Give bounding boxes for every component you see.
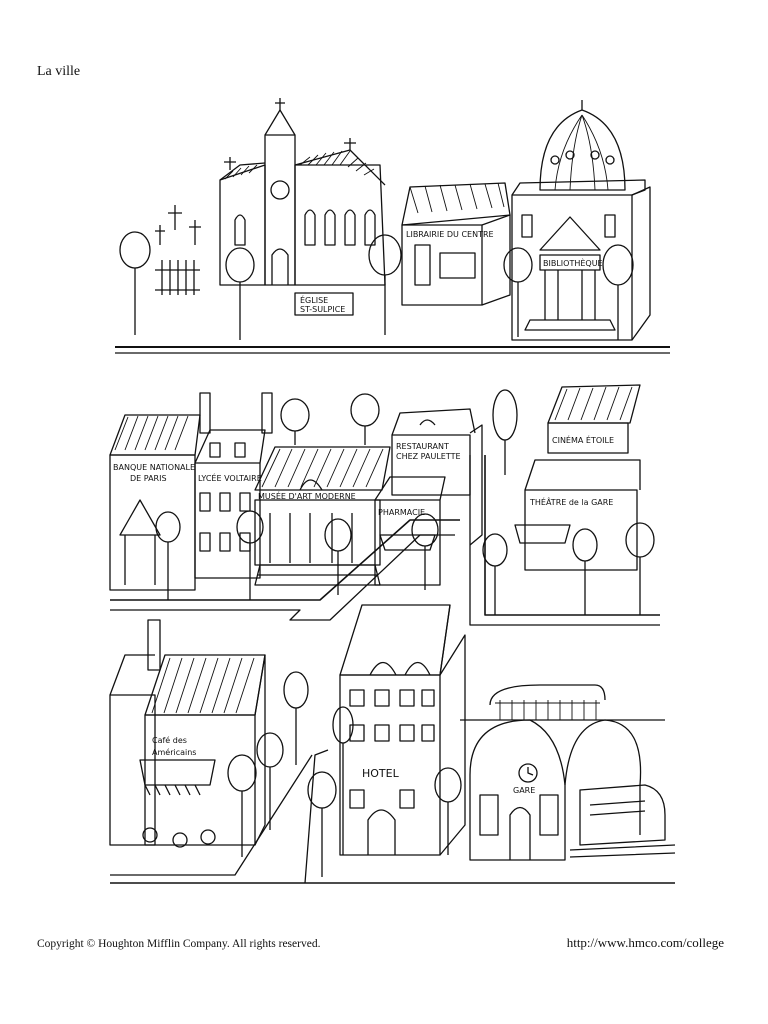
row-2: BANQUE NATIONALE DE PARIS LYCÉE VOLTAIRE… [109, 384, 660, 626]
sign-banque: BANQUE NATIONALE [113, 463, 195, 472]
sign-hotel: HOTEL [362, 767, 400, 780]
row-3: Café des Américains HOTEL [109, 604, 676, 884]
sign-restaurant: RESTAURANT [396, 442, 449, 451]
svg-text:CHEZ PAULETTE: CHEZ PAULETTE [396, 452, 461, 461]
bibliotheque: BIBLIOTHÈQUE [511, 100, 651, 341]
svg-text:DE PARIS: DE PARIS [130, 474, 167, 483]
church-eglise: ÉGLISE ST-SULPICE [219, 98, 386, 316]
sign-musee: MUSÉE D'ART MODERNE [258, 490, 356, 501]
publisher-link[interactable]: http://www.hmco.com/college [566, 935, 724, 950]
gare: GARE [469, 684, 676, 861]
pharmacie: PHARMACIE [374, 476, 446, 586]
librairie-du-centre: LIBRAIRIE DU CENTRE [401, 182, 511, 306]
sign-cafe: Café des [152, 735, 187, 745]
svg-text:Américains: Américains [152, 747, 196, 757]
banque-nationale: BANQUE NATIONALE DE PARIS [109, 414, 201, 591]
copyright-notice: Copyright © Houghton Mifflin Company. Al… [37, 938, 321, 950]
theatre-de-la-gare: THÉÂTRE de la GARE [514, 459, 641, 571]
musee-art-moderne: MUSÉE D'ART MODERNE [254, 446, 391, 586]
hotel: HOTEL [339, 604, 466, 856]
cemetery [155, 205, 201, 295]
trees-row-1 [119, 231, 634, 340]
lycee-voltaire: LYCÉE VOLTAIRE [194, 392, 273, 579]
sign-lycee: LYCÉE VOLTAIRE [198, 472, 262, 483]
sign-gare: GARE [513, 786, 535, 795]
sign-pharmacie: PHARMACIE [378, 508, 425, 517]
restaurant-chez-paulette: RESTAURANT CHEZ PAULETTE [391, 408, 483, 546]
sign-theatre: THÉÂTRE de la GARE [529, 496, 613, 507]
cafe-des-americains: Café des Américains [109, 619, 266, 848]
sign-cinema: CINÉMA ÉTOILE [552, 434, 614, 445]
page-title: La ville [37, 64, 81, 79]
cinema-etoile: CINÉMA ÉTOILE [547, 384, 641, 454]
sign-eglise: ÉGLISE [300, 294, 328, 305]
svg-text:ST-SULPICE: ST-SULPICE [300, 305, 345, 314]
trees-row-2 [155, 389, 655, 615]
trees-row-3 [227, 671, 462, 877]
sign-bibliotheque: BIBLIOTHÈQUE [543, 257, 603, 268]
sign-librairie: LIBRAIRIE DU CENTRE [406, 230, 494, 239]
town-illustration: ÉGLISE ST-SULPICE LIBRAIRIE DU CENTRE [100, 95, 680, 895]
row-1: ÉGLISE ST-SULPICE LIBRAIRIE DU CENTRE [115, 98, 670, 354]
